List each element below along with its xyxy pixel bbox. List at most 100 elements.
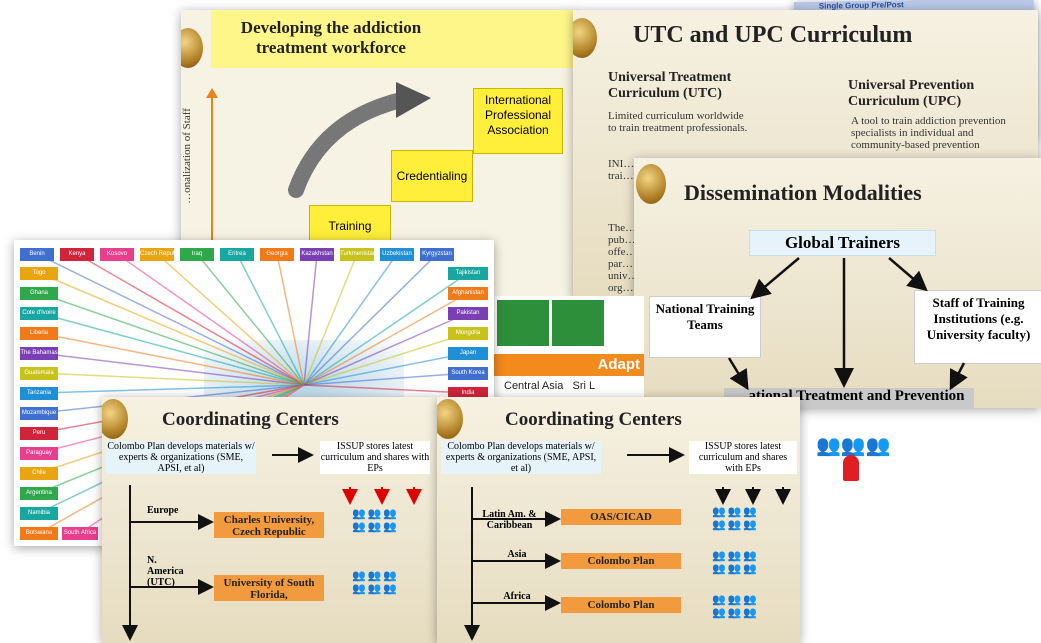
country-connector-line — [38, 312, 305, 386]
country-connector-line — [303, 253, 398, 386]
cc-left-title: Coordinating Centers — [162, 409, 339, 430]
cc-left-issup: ISSUP stores latest curriculum and share… — [320, 441, 430, 474]
country-connector-line — [236, 253, 305, 386]
country-label: India — [448, 387, 488, 400]
country-label: Tanzania — [20, 387, 58, 400]
cc-right-issup: ISSUP stores latest curriculum and share… — [689, 441, 797, 474]
country-label: Togo — [20, 267, 58, 280]
country-label: Turkmenistan — [340, 248, 374, 261]
country-connector-line — [303, 253, 358, 386]
country-label: Argentina — [20, 487, 58, 500]
cc-right-center3: Colombo Plan — [561, 597, 681, 613]
cc-right-center2: Colombo Plan — [561, 553, 681, 569]
country-connector-line — [156, 253, 305, 386]
country-connector-line — [38, 352, 305, 386]
dissemination-title: Dissemination Modalities — [684, 180, 922, 205]
country-label: Paraguay — [20, 447, 58, 460]
country-connector-line — [303, 352, 469, 386]
country-label: Kyrgyzstan — [420, 248, 454, 261]
country-label: Georgia — [260, 248, 294, 261]
workforce-title: Developing the addiction treatment workf… — [240, 18, 422, 57]
cc-left-center2: University of South Florida, — [214, 575, 324, 601]
country-label: Guatemala — [20, 367, 58, 380]
country-connector-line — [38, 332, 305, 386]
country-label: Tajikistan — [448, 267, 488, 280]
upc-heading: Universal Prevention Curriculum (UPC) — [848, 78, 975, 109]
cc-right-title: Coordinating Centers — [505, 409, 682, 430]
country-label: Peru — [20, 427, 58, 440]
cc-right-center1: OAS/CICAD — [561, 509, 681, 525]
country-connector-line — [38, 372, 305, 386]
country-connector-line — [303, 384, 469, 394]
country-connector-line — [76, 253, 305, 386]
country-label: Iraq — [180, 248, 214, 261]
workforce-title-bg — [211, 10, 576, 68]
country-connector-line — [303, 372, 469, 386]
country-label: Namibia — [20, 507, 58, 520]
axis-arrowhead-icon — [206, 88, 218, 98]
country-connector-line — [276, 253, 305, 386]
upc-bullet-1: A tool to train addiction prevention spe… — [851, 115, 1006, 151]
country-label: Benin — [20, 248, 54, 261]
utc-bullet-3: The… pub… offe… par… univ… org… — [608, 222, 639, 294]
dissemination-arrows — [727, 257, 968, 391]
country-label: South Africa — [62, 527, 98, 540]
curved-arrow — [288, 82, 431, 198]
globe-icon — [181, 28, 203, 68]
cc-right-region3: Africa — [503, 591, 531, 602]
country-connector-line — [303, 272, 469, 386]
country-connector-line — [36, 253, 305, 386]
country-label: Pakistan — [448, 307, 488, 320]
step-credentialing: Credentialing — [391, 150, 473, 202]
country-label: Kenya — [60, 248, 94, 261]
country-label: Kosovo — [100, 248, 134, 261]
curriculum-title: UTC and UPC Curriculum — [633, 22, 913, 48]
cc-right-colombo: Colombo Plan develops materials w/ exper… — [441, 441, 601, 474]
country-connector-line — [303, 253, 318, 386]
country-connector-line — [303, 312, 469, 386]
cc-left-slide: Coordinating Centers Colombo Plan develo… — [102, 397, 437, 643]
people-icon: 👥👥👥👥👥👥 — [712, 594, 760, 619]
global-trainers-box: Global Trainers — [749, 230, 936, 256]
country-connector-line — [303, 332, 469, 386]
country-label: Chile — [20, 467, 58, 480]
step-international: International Professional Association — [473, 88, 563, 154]
people-circle-image: 👥👥👥 — [808, 425, 900, 495]
country-label: Afghanistan — [448, 287, 488, 300]
staff-institutions-box: Staff of Training Institutions (e.g. Uni… — [914, 290, 1041, 364]
cc-right-region2: Asia — [507, 549, 527, 560]
country-connector-line — [196, 253, 305, 386]
axis-arrow — [211, 95, 213, 305]
adapt-green-card-1 — [497, 300, 549, 346]
adapt-banner: Adapt — [494, 354, 644, 376]
adapt-slide: Adapt Central Asia Sri L — [494, 296, 644, 398]
cc-left-region1: Europe — [147, 505, 179, 516]
country-label: Kazakhstan — [300, 248, 334, 261]
country-connector-line — [38, 292, 305, 386]
cc-right-slide: Coordinating Centers Colombo Plan develo… — [437, 397, 800, 643]
country-connector-line — [116, 253, 305, 386]
utc-heading: Universal Treatment Curriculum (UTC) — [608, 70, 732, 101]
globe-icon — [437, 399, 463, 439]
cc-left-colombo: Colombo Plan develops materials w/ exper… — [106, 441, 256, 474]
country-label: The Bahamas — [20, 347, 58, 360]
country-label: South Korea — [448, 367, 488, 380]
cc-right-region1: Latin Am. & Caribbean — [482, 509, 537, 531]
people-icon: 👥👥👥👥👥👥 — [352, 570, 400, 595]
country-label: Czech Republic — [140, 248, 174, 261]
red-person-icon — [843, 455, 859, 481]
globe-icon — [102, 399, 128, 439]
cc-left-region2: N. America (UTC) — [147, 555, 184, 588]
adapt-regions: Central Asia Sri L — [504, 380, 596, 392]
globe-icon — [636, 164, 666, 204]
utc-bullet-1: Limited curriculum worldwide to train tr… — [608, 110, 748, 134]
adapt-green-card-2 — [552, 300, 604, 346]
country-label: Ghana — [20, 287, 58, 300]
country-label: Mozambique — [20, 407, 58, 420]
national-teams-box: National Training Teams — [649, 296, 761, 358]
people-icon: 👥👥👥👥👥👥 — [712, 550, 760, 575]
people-icon: 👥👥👥👥👥👥 — [352, 508, 400, 533]
country-connector-line — [38, 384, 305, 394]
people-icon: 👥👥👥👥👥👥 — [712, 506, 760, 531]
dissemination-slide: Dissemination Modalities Global Trainers… — [634, 158, 1041, 408]
